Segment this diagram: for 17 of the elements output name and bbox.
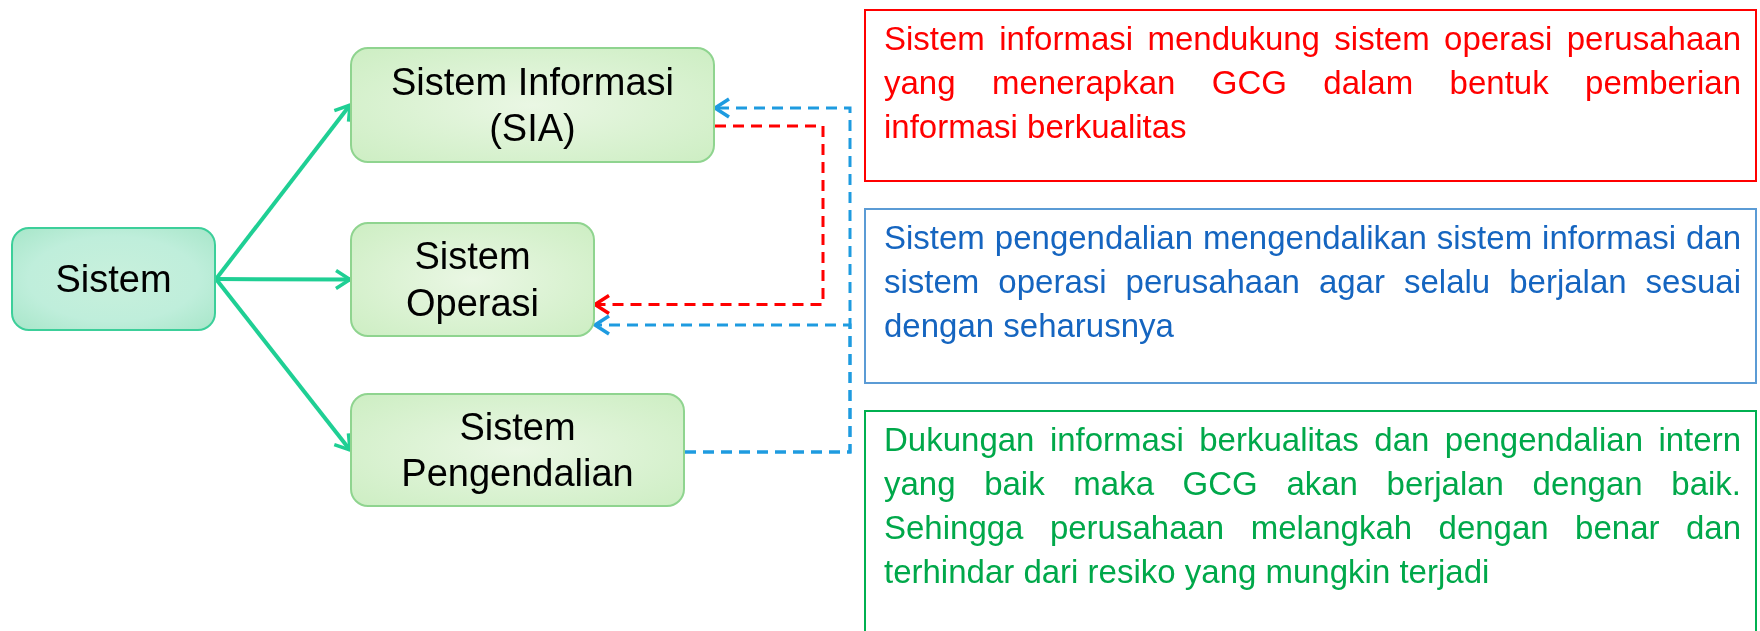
arrow xyxy=(216,268,352,291)
process-box xyxy=(350,47,715,163)
dashed-arrow xyxy=(593,124,825,316)
note-text: Sistem informasi mendukung sistem operasi perusahaan yang menerapkan GCG dalam bentuk pemberian informasi berkualitas xyxy=(884,19,1741,147)
note-box xyxy=(864,9,1757,182)
note-box xyxy=(864,208,1757,384)
dashed-arrow xyxy=(593,314,852,454)
box-label: Sistem Pengendalian xyxy=(400,404,635,496)
process-box xyxy=(350,222,595,337)
note-text: Sistem pengendalian mengendalikan sistem informasi dan sistem operasi perusahaan agar selalu berjalan sesuai dengan seharusnya xyxy=(884,218,1741,346)
box-label: Sistem Informasi (SIA) xyxy=(390,59,675,151)
box-label: Sistem Operasi xyxy=(404,234,541,326)
process-box xyxy=(11,227,216,331)
note-box xyxy=(864,410,1757,631)
note-text: Dukungan informasi berkualitas dan pengendalian intern yang baik maka GCG akan berjalan dengan baik. Sehingga perusahaan melangkah dengan benar dan terhindar dari resiko yang mungkin terjadi xyxy=(884,420,1741,592)
box-label: Sistem xyxy=(55,256,172,302)
process-box xyxy=(350,393,685,507)
